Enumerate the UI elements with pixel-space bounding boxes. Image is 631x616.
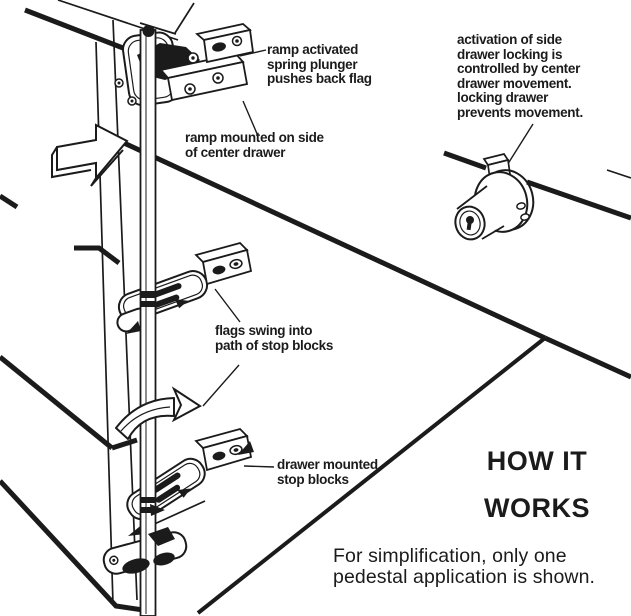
stop-block-middle <box>194 241 253 286</box>
leader-lines <box>202 49 275 468</box>
page-title: HOW IT WORKS <box>484 446 590 523</box>
rod-top-ball <box>142 25 155 37</box>
push-arrow <box>51 123 129 187</box>
keyhole <box>466 216 474 231</box>
lock-rod <box>139 25 157 616</box>
lock-cylinder <box>454 123 535 241</box>
footnote: For simplification, only one pedestal ap… <box>333 545 596 588</box>
callout-activation: activation of side drawer locking is con… <box>457 32 583 120</box>
stop-block-top <box>195 23 255 64</box>
stop-block-bottom <box>194 427 254 472</box>
middle-flag-assembly <box>116 270 209 334</box>
callout-ramp-mounted: ramp mounted on side of center drawer <box>185 130 324 160</box>
callout-drawer-stop: drawer mounted stop blocks <box>277 457 378 487</box>
callout-ramp-plunger: ramp activated spring plunger pushes bac… <box>267 42 372 86</box>
foot-blobs <box>122 552 175 574</box>
top-latch-foreground <box>159 23 255 102</box>
middle-rod-clamp <box>140 291 156 307</box>
callout-flags-swing: flags swing into path of stop blocks <box>215 323 334 353</box>
rotation-arrow <box>115 386 202 440</box>
lower-flag-assembly <box>126 457 206 536</box>
lower-rod-clamp <box>140 497 175 546</box>
